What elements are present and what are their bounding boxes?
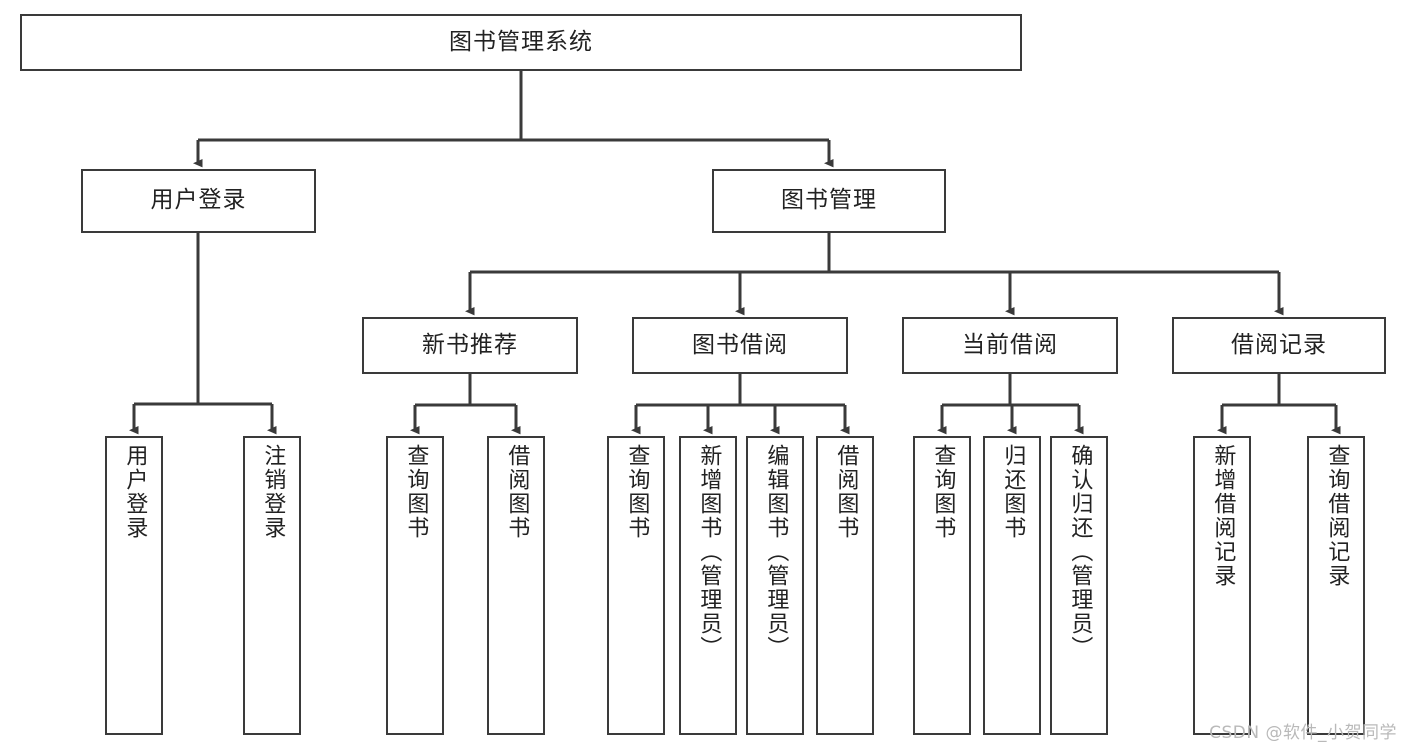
node-user-login[interactable]: 用户登录 (81, 169, 316, 233)
edge-group-current-borrow (937, 374, 1084, 435)
node-root[interactable]: 图书管理系统 (20, 14, 1022, 71)
node-leaf-return-book[interactable]: 归还图书 (983, 436, 1041, 735)
edge-group-book-borrow (631, 374, 850, 435)
node-leaf-query-book-rec[interactable]: 查询图书 (386, 436, 444, 735)
node-book-borrow[interactable]: 图书借阅 (632, 317, 848, 374)
node-leaf-confirm-return-admin[interactable]: 确认归还（管理员） (1050, 436, 1108, 735)
node-leaf-borrow-book-label: 借阅图书 (833, 444, 859, 540)
node-leaf-borrow-book-rec[interactable]: 借阅图书 (487, 436, 545, 735)
node-leaf-edit-book-admin[interactable]: 编辑图书（管理员） (746, 436, 804, 735)
node-leaf-return-book-label: 归还图书 (1000, 444, 1026, 540)
node-book-management[interactable]: 图书管理 (712, 169, 946, 233)
node-book-management-label: 图书管理 (781, 187, 877, 214)
node-leaf-borrow-book[interactable]: 借阅图书 (816, 436, 874, 735)
edge-group-root (193, 71, 834, 168)
node-leaf-add-borrow-record-label: 新增借阅记录 (1210, 444, 1236, 588)
edge-group-borrow-records (1217, 374, 1341, 435)
node-current-borrow[interactable]: 当前借阅 (902, 317, 1118, 374)
node-leaf-add-book-admin[interactable]: 新增图书（管理员） (679, 436, 737, 735)
node-user-login-label: 用户登录 (150, 187, 247, 214)
edge-group-new-book-recommend (410, 374, 521, 435)
node-leaf-query-book-cur[interactable]: 查询图书 (913, 436, 971, 735)
node-leaf-add-book-admin-label: 新增图书（管理员） (696, 444, 722, 660)
node-leaf-query-book-borrow-label: 查询图书 (624, 444, 650, 540)
node-leaf-logout-label: 注销登录 (260, 444, 286, 540)
node-leaf-query-book-cur-label: 查询图书 (930, 444, 956, 540)
node-leaf-query-book-rec-label: 查询图书 (403, 444, 429, 540)
node-leaf-logout[interactable]: 注销登录 (243, 436, 301, 735)
node-leaf-user-login[interactable]: 用户登录 (105, 436, 163, 735)
node-leaf-confirm-return-admin-label: 确认归还（管理员） (1067, 444, 1093, 660)
edge-group-book-management (465, 233, 1284, 316)
node-leaf-borrow-book-rec-label: 借阅图书 (504, 444, 530, 540)
node-borrow-records[interactable]: 借阅记录 (1172, 317, 1386, 374)
node-borrow-records-label: 借阅记录 (1231, 331, 1327, 358)
node-book-borrow-label: 图书借阅 (692, 331, 788, 358)
node-new-book-recommend-label: 新书推荐 (422, 331, 518, 358)
node-current-borrow-label: 当前借阅 (962, 331, 1058, 358)
edge-group-user-login (129, 233, 277, 435)
node-leaf-user-login-label: 用户登录 (122, 444, 148, 540)
node-leaf-edit-book-admin-label: 编辑图书（管理员） (763, 444, 789, 660)
node-leaf-query-borrow-record[interactable]: 查询借阅记录 (1307, 436, 1365, 735)
node-new-book-recommend[interactable]: 新书推荐 (362, 317, 578, 374)
node-root-label: 图书管理系统 (449, 28, 593, 55)
node-leaf-add-borrow-record[interactable]: 新增借阅记录 (1193, 436, 1251, 735)
node-leaf-query-book-borrow[interactable]: 查询图书 (607, 436, 665, 735)
node-leaf-query-borrow-record-label: 查询借阅记录 (1324, 444, 1350, 588)
